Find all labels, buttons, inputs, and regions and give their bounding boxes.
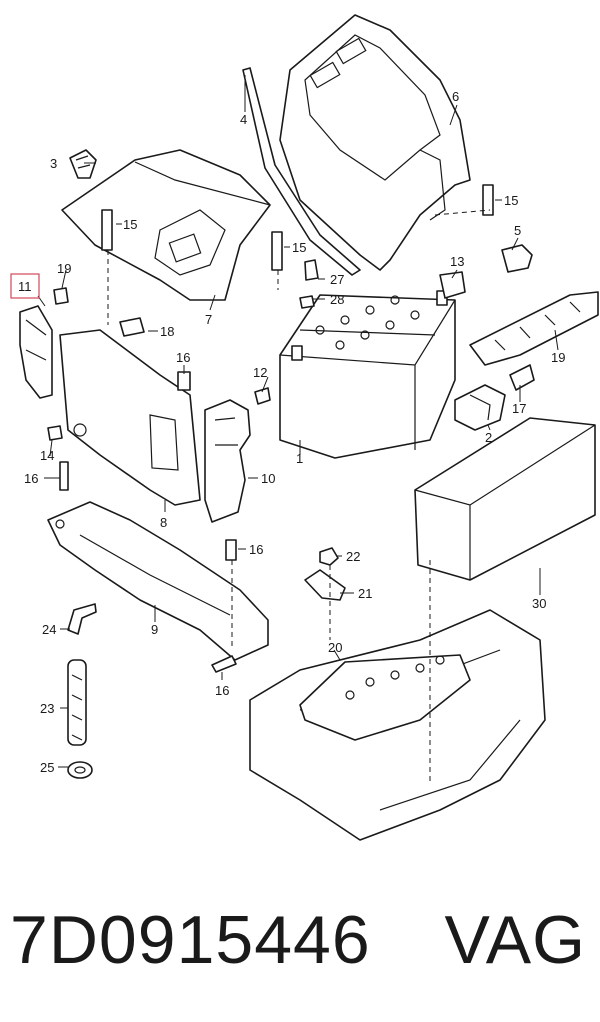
label-part-1: 1 — [296, 451, 303, 466]
part-11-bracket — [19, 305, 53, 399]
label-part-16-c: 16 — [249, 542, 263, 557]
label-part-9: 9 — [151, 622, 158, 637]
label-part-14: 14 — [40, 448, 54, 463]
label-part-24: 24 — [42, 622, 56, 637]
part-22-nut — [319, 547, 339, 566]
label-part-23: 23 — [40, 701, 54, 716]
label-part-4: 4 — [240, 112, 247, 127]
part-8-side-shield — [59, 329, 201, 506]
brand-text: VAG — [444, 902, 586, 978]
part-30-battery-cover — [414, 417, 596, 581]
label-part-16-a: 16 — [176, 350, 190, 365]
part-23-hose — [67, 659, 87, 746]
label-part-5: 5 — [514, 223, 521, 238]
label-part-15-b: 15 — [292, 240, 306, 255]
part-13-terminal-cap — [439, 271, 466, 299]
fasteners — [47, 184, 535, 673]
label-part-22: 22 — [346, 549, 360, 564]
part-4-strip — [242, 67, 361, 276]
label-part-21: 21 — [358, 586, 372, 601]
label-part-3: 3 — [50, 156, 57, 171]
label-part-12: 12 — [253, 365, 267, 380]
label-part-30: 30 — [532, 596, 546, 611]
label-part-19-a: 19 — [57, 261, 71, 276]
dash-line — [434, 209, 491, 216]
part-3-clip — [69, 149, 97, 179]
part-1-battery — [279, 290, 456, 459]
label-part-16-b: 16 — [24, 471, 38, 486]
part-2-clamp — [454, 384, 506, 431]
label-part-16-d: 16 — [215, 683, 229, 698]
label-part-7: 7 — [205, 312, 212, 327]
label-part-25: 25 — [40, 760, 54, 775]
part-25-grommet — [67, 761, 93, 779]
label-part-27: 27 — [330, 272, 344, 287]
label-part-20: 20 — [328, 640, 342, 655]
part-7-upper-shield — [61, 149, 271, 301]
part-24-elbow — [67, 603, 97, 635]
part-6-battery-tray-cover — [279, 14, 471, 271]
parts-diagram: 3 4 6 15 15 15 5 19 11 27 28 13 7 18 19 … — [10, 14, 599, 841]
part-9-lower-bracket — [47, 501, 269, 661]
part-21-bracket — [304, 569, 346, 601]
part-10-pillar — [204, 399, 251, 523]
caption-bar: 7D0915446 VAG — [0, 895, 600, 985]
label-part-6: 6 — [452, 89, 459, 104]
label-part-8: 8 — [160, 515, 167, 530]
leader-lines — [37, 75, 559, 768]
label-part-18: 18 — [160, 324, 174, 339]
label-part-11: 11 — [18, 279, 32, 294]
label-part-17: 17 — [512, 401, 526, 416]
label-part-19-b: 19 — [551, 350, 565, 365]
label-part-13: 13 — [450, 254, 464, 269]
highlight-box-11 — [10, 273, 40, 299]
part-20-battery — [299, 654, 471, 741]
label-part-2: 2 — [485, 430, 492, 445]
part-number-text: 7D0915446 — [10, 902, 371, 978]
label-part-15-a: 15 — [123, 217, 137, 232]
label-part-28: 28 — [330, 292, 344, 307]
label-part-15-c: 15 — [504, 193, 518, 208]
part-19-cable-rail — [469, 291, 599, 366]
label-part-10: 10 — [261, 471, 275, 486]
part-5-block — [501, 244, 533, 273]
